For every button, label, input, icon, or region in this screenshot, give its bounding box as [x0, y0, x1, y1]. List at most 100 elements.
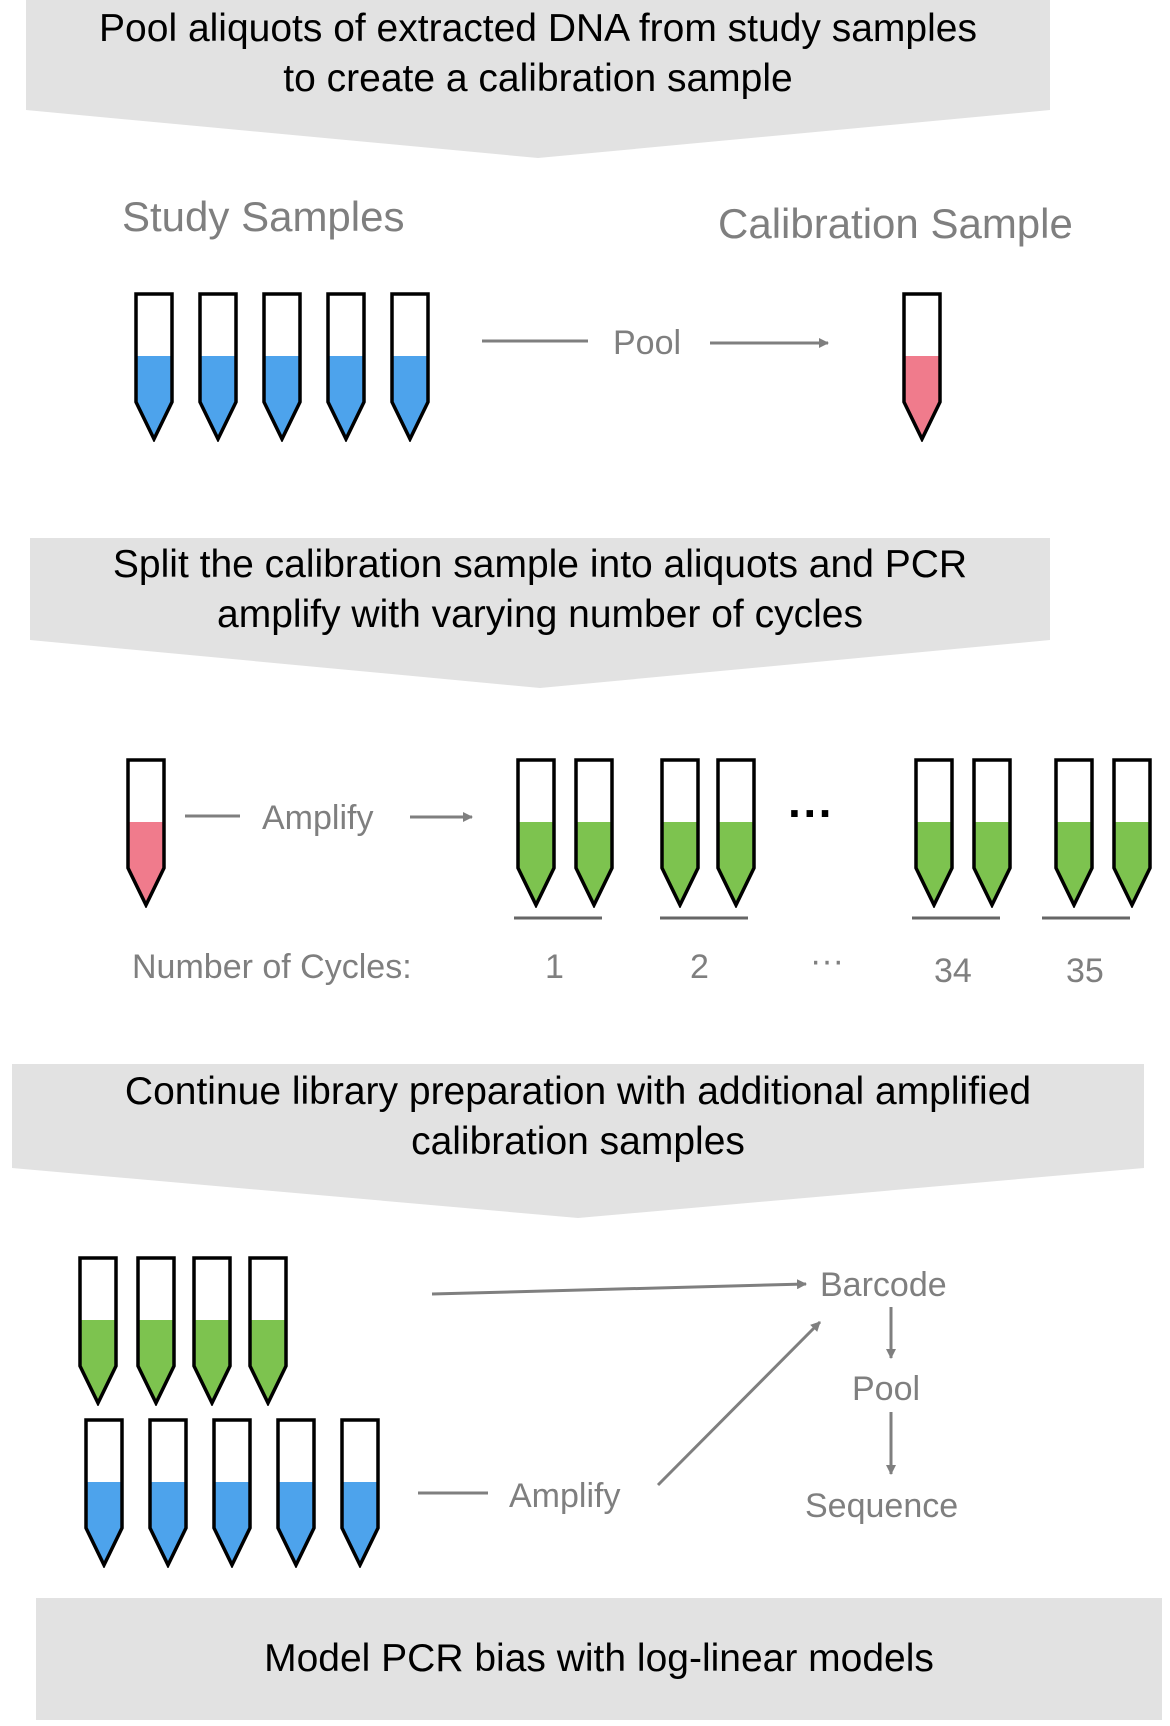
banner-box-shape [36, 1598, 1162, 1720]
tube-outline [212, 1418, 252, 1568]
tube-outline [84, 1418, 124, 1568]
cycle-value-2: 2 [690, 948, 709, 986]
step-pool-text-line1: Pool aliquots of extracted DNA from stud… [99, 7, 977, 50]
tube-outline [1112, 758, 1152, 908]
tube-liquid [1056, 822, 1092, 905]
cycle-value-34: 34 [934, 952, 972, 990]
study-sample-tube-3 [262, 292, 302, 442]
tube-liquid [342, 1482, 378, 1565]
tube-liquid [80, 1320, 116, 1403]
barcode-label: Barcode [820, 1266, 947, 1304]
calibration-source-tube [126, 758, 166, 908]
tube-outline [78, 1256, 118, 1406]
tube-liquid [214, 1482, 250, 1565]
tube-liquid [974, 822, 1010, 905]
cycle-34-tube-a [914, 758, 954, 908]
tube-liquid [86, 1482, 122, 1565]
banner-chevron-shape [30, 538, 1050, 688]
study-sample-tube-2 [198, 292, 238, 442]
study-sample-tube-bottom-1 [84, 1418, 124, 1568]
amplified-calibration-tube-4 [248, 1256, 288, 1406]
study-sample-tube-bottom-3 [212, 1418, 252, 1568]
step-continue-banner: Continue library preparation with additi… [12, 1064, 1144, 1218]
pool-label-bottom: Pool [852, 1370, 921, 1408]
number-of-cycles-label: Number of Cycles: [132, 948, 412, 986]
step-pool-banner: Pool aliquots of extracted DNA from stud… [26, 0, 1050, 158]
tube-ellipsis: ··· [788, 787, 834, 839]
tube-outline [716, 758, 756, 908]
amplified-calibration-tube-1 [78, 1256, 118, 1406]
tube-outline [198, 292, 238, 442]
tube-outline [134, 292, 174, 442]
tube-liquid [904, 356, 940, 439]
cycle-35-tube-b [1112, 758, 1152, 908]
tube-outline [1054, 758, 1094, 908]
tube-outline [516, 758, 556, 908]
study-sample-tube-bottom-5 [340, 1418, 380, 1568]
study-sample-tube-1 [134, 292, 174, 442]
amplified-calibration-tube-2 [136, 1256, 176, 1406]
tube-liquid [278, 1482, 314, 1565]
tube-outline [902, 292, 942, 442]
step-split-text-line1: Split the calibration sample into aliquo… [112, 543, 968, 586]
tube-outline [126, 758, 166, 908]
cycle-value-1: 1 [545, 948, 564, 986]
study-sample-tube-bottom-4 [276, 1418, 316, 1568]
tube-outline [914, 758, 954, 908]
tube-liquid [150, 1482, 186, 1565]
tube-outline [136, 1256, 176, 1406]
study-sample-tube-5 [390, 292, 430, 442]
green-to-barcode-arrow [431, 1279, 807, 1296]
calibration-sample-label: Calibration Sample [718, 200, 1073, 247]
cycle-1-tube-b [574, 758, 614, 908]
tube-outline [574, 758, 614, 908]
tube-liquid [138, 1320, 174, 1403]
banner-chevron-shape [12, 1064, 1144, 1218]
tube-liquid [392, 356, 428, 439]
tube-liquid [518, 822, 554, 905]
step-model-text: Model PCR bias with log-linear models [264, 1637, 934, 1680]
step-model-banner: Model PCR bias with log-linear models [36, 1598, 1162, 1720]
study-samples-label: Study Samples [122, 193, 405, 240]
study-sample-tube-4 [326, 292, 366, 442]
tube-outline [326, 292, 366, 442]
tube-outline [660, 758, 700, 908]
amplify-label-bottom: Amplify [509, 1477, 621, 1515]
tube-liquid [916, 822, 952, 905]
cycle-value-ellipsis: ··· [810, 942, 844, 980]
tube-liquid [576, 822, 612, 905]
cycle-2-tube-a [660, 758, 700, 908]
step-pool-text-line2: to create a calibration sample [283, 57, 793, 100]
tube-outline [340, 1418, 380, 1568]
tube-outline [972, 758, 1012, 908]
study-sample-tube-bottom-2 [148, 1418, 188, 1568]
amplify-to-barcode-arrow [656, 1320, 822, 1487]
tube-liquid [200, 356, 236, 439]
tube-liquid [264, 356, 300, 439]
tube-liquid [250, 1320, 286, 1403]
tube-liquid [1114, 822, 1150, 905]
tube-outline [262, 292, 302, 442]
cycle-value-35: 35 [1066, 952, 1104, 990]
tube-outline [248, 1256, 288, 1406]
tube-liquid [128, 822, 164, 905]
step-continue-text-line2: calibration samples [411, 1120, 745, 1163]
step-split-banner: Split the calibration sample into aliquo… [30, 538, 1050, 688]
tube-outline [390, 292, 430, 442]
cycle-2-tube-b [716, 758, 756, 908]
amplified-calibration-tube-3 [192, 1256, 232, 1406]
tube-liquid [136, 356, 172, 439]
sequence-label: Sequence [805, 1487, 959, 1525]
cycle-1-tube-a [516, 758, 556, 908]
banner-chevron-shape [26, 0, 1050, 158]
tube-liquid [194, 1320, 230, 1403]
step-continue-text-line1: Continue library preparation with additi… [124, 1070, 1032, 1113]
tube-outline [148, 1418, 188, 1568]
tube-liquid [662, 822, 698, 905]
tube-outline [192, 1256, 232, 1406]
amplify-arrow-label: Amplify [262, 799, 374, 837]
cycle-35-tube-a [1054, 758, 1094, 908]
cycle-34-tube-b [972, 758, 1012, 908]
pool-arrow-label: Pool [613, 324, 682, 362]
